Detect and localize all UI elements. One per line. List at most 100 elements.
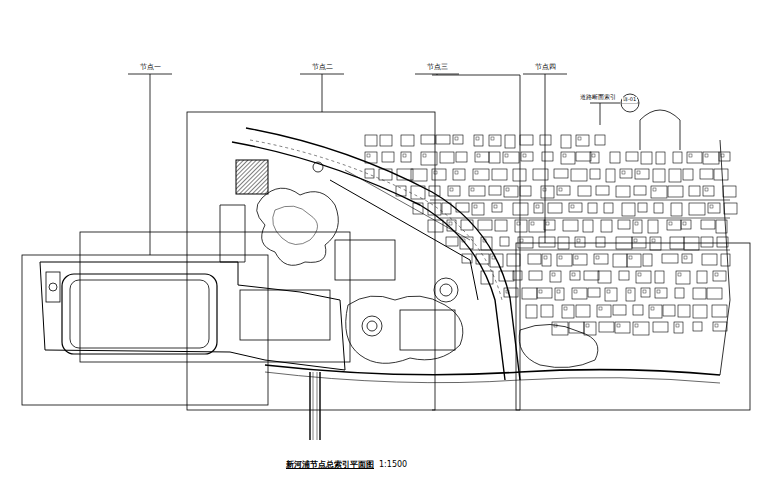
building <box>379 169 392 180</box>
building <box>584 322 596 335</box>
building <box>703 186 714 196</box>
building-detail <box>471 188 474 191</box>
building <box>693 305 707 318</box>
building <box>492 169 507 180</box>
building <box>632 237 646 248</box>
building <box>619 271 629 280</box>
building-detail <box>637 171 640 174</box>
building <box>712 305 727 317</box>
building <box>541 186 554 198</box>
building <box>713 271 726 281</box>
building-detail <box>635 222 638 225</box>
building <box>697 271 707 283</box>
building <box>541 305 553 317</box>
building <box>662 254 678 263</box>
building <box>689 203 705 215</box>
building <box>701 237 713 247</box>
building-detail <box>506 290 509 293</box>
building <box>626 152 638 161</box>
building <box>653 322 668 332</box>
building-detail <box>505 154 508 157</box>
building <box>569 203 582 212</box>
building <box>401 152 411 162</box>
building-detail <box>622 171 625 174</box>
building <box>655 271 664 283</box>
building <box>588 288 600 297</box>
building-detail <box>578 137 581 140</box>
building <box>505 135 515 148</box>
building <box>563 220 578 231</box>
riverbank <box>265 372 720 383</box>
building <box>554 169 568 178</box>
building-detail <box>506 188 509 191</box>
building <box>401 135 414 146</box>
building <box>513 203 528 215</box>
building-detail <box>449 222 452 225</box>
building <box>411 169 427 181</box>
building <box>507 254 520 266</box>
building <box>618 220 630 229</box>
building <box>596 186 609 195</box>
building <box>529 220 545 232</box>
building <box>520 186 531 196</box>
building <box>570 271 580 280</box>
node-label: 节点四 <box>534 64 557 72</box>
building <box>569 322 584 333</box>
building <box>456 203 469 212</box>
building <box>489 186 501 195</box>
building-detail <box>571 205 574 208</box>
building <box>595 135 605 145</box>
plaza-circle <box>362 316 382 336</box>
building <box>453 135 463 144</box>
building <box>513 169 526 181</box>
building <box>529 271 542 280</box>
building <box>473 169 489 180</box>
building <box>411 186 425 199</box>
building-detail <box>564 307 567 310</box>
building <box>656 152 665 164</box>
building <box>671 203 682 216</box>
building-detail <box>483 239 486 242</box>
building <box>448 186 460 196</box>
building <box>583 220 593 232</box>
building-detail <box>475 171 478 174</box>
building <box>638 203 647 212</box>
tree-mark <box>313 162 323 172</box>
building-detail <box>721 154 724 157</box>
building <box>636 271 651 283</box>
building-detail <box>559 188 562 191</box>
plaza-circle <box>367 321 377 331</box>
building <box>598 271 611 283</box>
building <box>606 169 615 182</box>
building <box>571 169 587 181</box>
road-edge <box>246 128 520 380</box>
building-detail <box>462 239 465 242</box>
building-detail <box>552 273 555 276</box>
building <box>643 254 652 266</box>
building <box>641 288 650 297</box>
index-label: 道路断面索引 <box>579 94 617 101</box>
building <box>380 135 392 146</box>
building-detail <box>455 137 458 140</box>
building-detail <box>617 324 620 327</box>
building <box>626 288 635 301</box>
building <box>648 220 658 233</box>
building-detail <box>531 222 534 225</box>
building-detail <box>543 188 546 191</box>
building <box>526 305 537 318</box>
building-detail <box>669 222 672 225</box>
building-detail <box>574 290 577 293</box>
index-circle <box>621 94 639 112</box>
leader-line <box>128 74 172 255</box>
index-box <box>22 255 268 405</box>
building <box>655 288 667 298</box>
building <box>365 152 377 163</box>
inner-road <box>345 170 470 240</box>
building <box>599 322 614 332</box>
building <box>721 254 730 266</box>
building-detail <box>715 324 718 327</box>
building <box>540 135 551 145</box>
building-detail <box>683 222 686 225</box>
building <box>453 169 465 180</box>
sports-field-inner <box>70 280 209 348</box>
